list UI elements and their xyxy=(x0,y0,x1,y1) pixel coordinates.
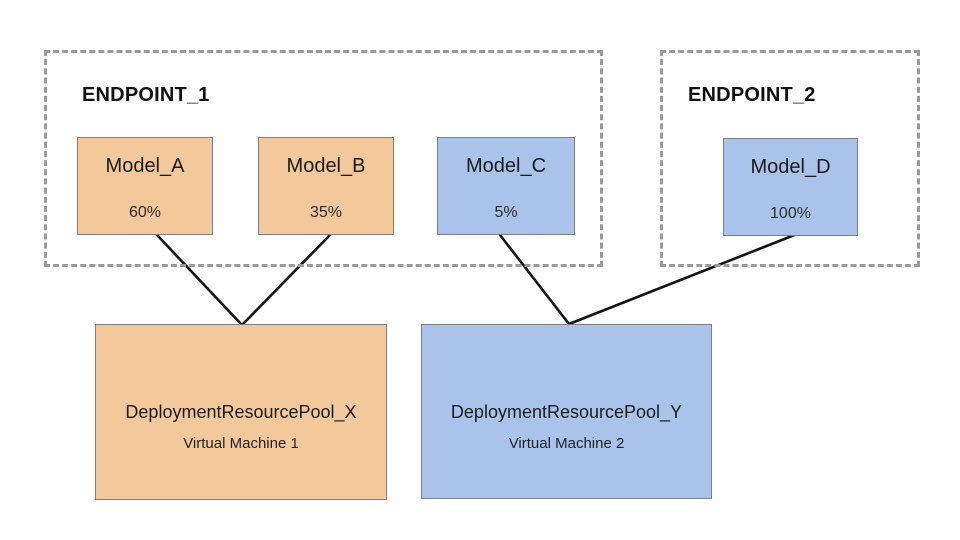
endpoint-1-label: ENDPOINT_1 xyxy=(82,84,210,106)
pool-y-name: DeploymentResourcePool_Y xyxy=(450,401,683,422)
model-a-box: Model_A 60% xyxy=(77,137,213,235)
endpoint-2-label: ENDPOINT_2 xyxy=(688,84,816,106)
pool-y-virtual-machine-label: Virtual Machine 2 xyxy=(508,434,625,452)
model-a-traffic-split: 60% xyxy=(128,204,162,221)
model-c-traffic-split: 5% xyxy=(494,204,518,221)
pool-x-virtual-machine-label: Virtual Machine 1 xyxy=(183,435,299,452)
model-c-box: Model_C 5% xyxy=(437,137,575,235)
deployment-resource-pool-y-box: DeploymentResourcePool_Y Virtual Machine… xyxy=(421,324,712,499)
pool-x-name: DeploymentResourcePool_X xyxy=(125,402,357,422)
model-b-box: Model_B 35% xyxy=(258,137,394,235)
model-b-name: Model_B xyxy=(286,155,366,177)
deployment-resource-pool-x-box: DeploymentResourcePool_X Virtual Machine… xyxy=(95,324,387,500)
model-c-name: Model_C xyxy=(465,155,547,177)
endpoint-2-container: ENDPOINT_2 Model_D 100% xyxy=(660,50,920,267)
connector-model-d-to-pool-y xyxy=(567,232,799,326)
model-d-box: Model_D 100% xyxy=(723,138,858,236)
endpoint-1-container: ENDPOINT_1 Model_A 60% Model_B 35% Model… xyxy=(44,50,603,267)
model-a-name: Model_A xyxy=(105,155,185,177)
model-b-traffic-split: 35% xyxy=(309,204,343,221)
connector-model-b-to-pool-x xyxy=(240,233,332,327)
model-d-traffic-split: 100% xyxy=(770,205,811,222)
connector-model-a-to-pool-x xyxy=(155,233,244,327)
connector-model-c-to-pool-y xyxy=(498,233,571,326)
model-d-name: Model_D xyxy=(750,156,831,178)
